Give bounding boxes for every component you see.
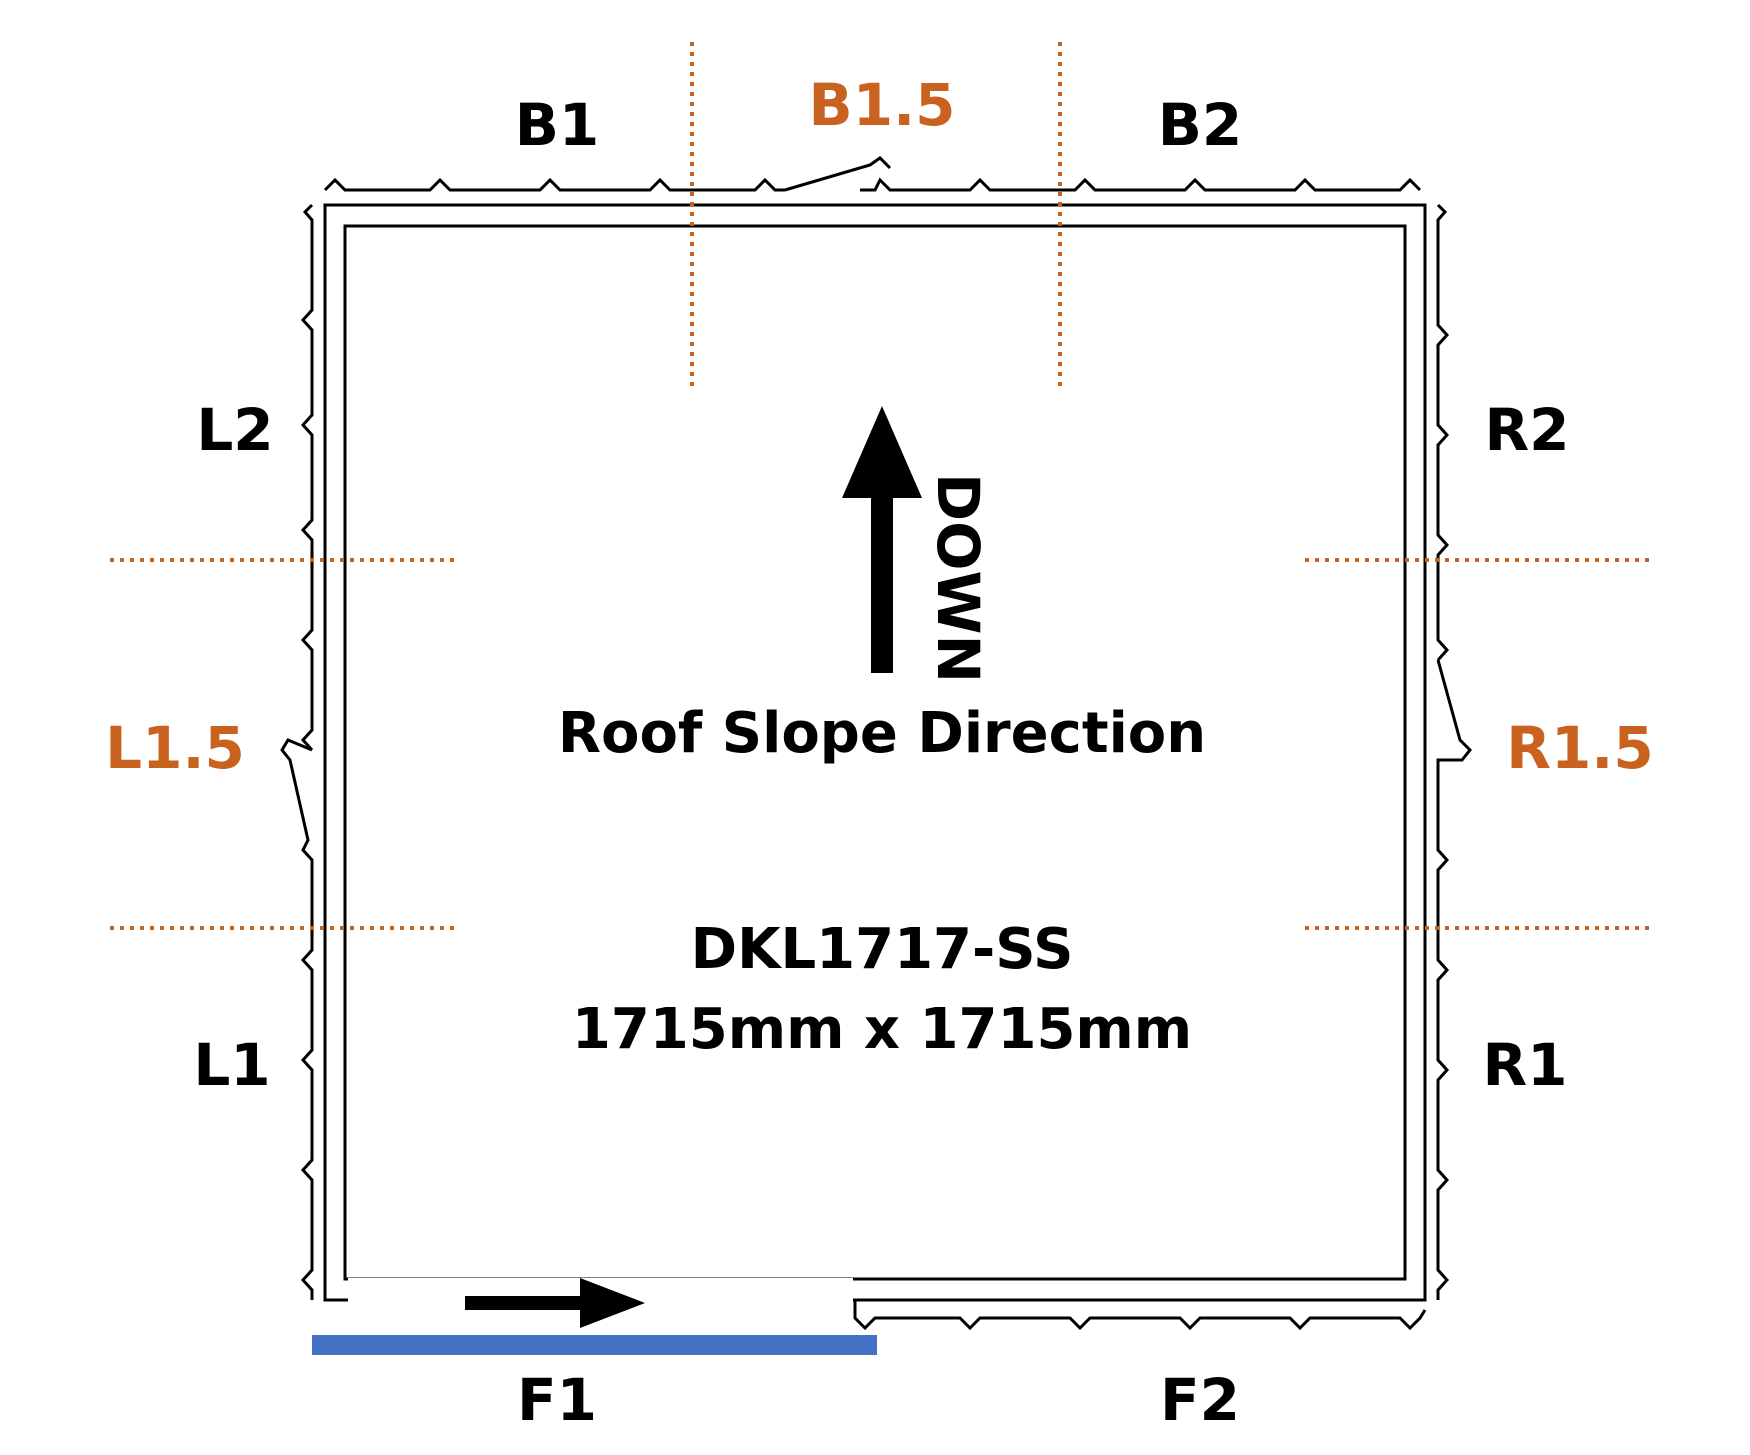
left-wall-overlap-seam: [280, 738, 314, 1300]
right-wall-corrugation: [1436, 203, 1450, 662]
front-wall: [348, 1278, 1427, 1331]
right-wall-overlap-seam: [1436, 659, 1473, 1300]
front-wall-corrugation: [853, 1300, 1427, 1331]
label-l1-5: L1.5: [105, 714, 245, 782]
roof-slope-label: Roof Slope Direction: [558, 701, 1206, 766]
left-wall: [280, 203, 314, 1300]
slope-arrow-shaft: [871, 485, 893, 673]
panel-divisions: [110, 42, 1655, 930]
door-arrow-head: [580, 1278, 645, 1328]
slope-arrow-head: [842, 406, 922, 498]
panel-labels: B1 B1.5 B2 L2 L1.5 L1 R2 R1.5 R1 F1 F2: [105, 71, 1654, 1434]
left-wall-corrugation: [300, 203, 314, 752]
label-r1: R1: [1482, 1031, 1567, 1099]
label-r2: R2: [1484, 396, 1569, 464]
label-f1: F1: [517, 1366, 597, 1434]
back-wall-corrugation-left: [323, 177, 785, 192]
down-label: DOWN: [924, 473, 992, 683]
door-bar: [312, 1335, 877, 1355]
label-b1-5: B1.5: [809, 71, 956, 139]
door-direction-arrow: [465, 1278, 645, 1328]
frame-inner: [343, 224, 1407, 1281]
label-l2: L2: [196, 396, 273, 464]
label-b2: B2: [1158, 91, 1243, 159]
label-l1: L1: [193, 1031, 270, 1099]
dimensions-label: 1715mm x 1715mm: [572, 997, 1192, 1062]
back-wall-overlap-seam: [784, 156, 892, 192]
right-wall: [1436, 203, 1473, 1300]
back-wall-corrugation-right: [860, 177, 1422, 192]
label-b1: B1: [515, 91, 600, 159]
model-code: DKL1717-SS: [691, 917, 1074, 982]
label-r1-5: R1.5: [1506, 714, 1653, 782]
label-f2: F2: [1160, 1366, 1240, 1434]
slope-arrow: [842, 406, 922, 673]
